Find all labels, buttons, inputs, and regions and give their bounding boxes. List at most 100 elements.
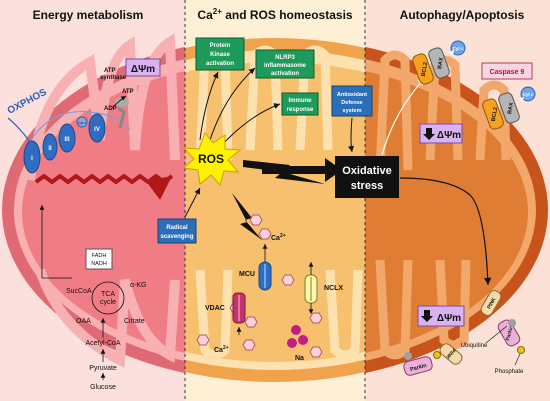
svg-text:Kinase: Kinase <box>210 52 230 58</box>
lightning-bolt-down <box>232 193 262 240</box>
nlrp3-box: NLRP3 inflammasome activation <box>255 49 315 79</box>
svg-text:response: response <box>287 107 314 113</box>
na-ion-sphere <box>291 325 301 335</box>
svg-text:NADH: NADH <box>91 261 107 267</box>
phosphate-sphere <box>433 351 441 359</box>
svg-text:Cyt c: Cyt c <box>522 92 534 97</box>
atp-label: ATP <box>122 89 134 95</box>
svg-text:activation: activation <box>271 71 299 77</box>
phosphate-sphere <box>517 346 525 354</box>
parkin-bottom: Parkin <box>403 356 433 376</box>
delta-psi-down-top-box: ΔΨm <box>419 123 463 144</box>
svg-text:FADH: FADH <box>92 253 107 259</box>
svg-text:Cyt c: Cyt c <box>78 121 86 125</box>
vdac-channel <box>232 292 246 324</box>
svg-text:BCL2: BCL2 <box>421 62 429 77</box>
pyruvate-label: Pyruvate <box>89 365 117 372</box>
cyt-c-left: Cyt c <box>76 116 88 128</box>
na-label: Na <box>295 355 304 362</box>
complex-i: I <box>23 140 41 174</box>
svg-text:Antioxidant: Antioxidant <box>337 92 367 98</box>
adp-to-atp-arrow <box>111 95 127 109</box>
svg-text:scavenging: scavenging <box>160 234 193 240</box>
ca-ion-hexagon <box>281 274 295 286</box>
radical-arrow <box>184 187 201 218</box>
ubiquitine-label: Ubiquitine <box>461 343 488 349</box>
svg-text:NLRP3: NLRP3 <box>275 55 295 61</box>
svg-text:system: system <box>343 108 362 114</box>
ubiquitine-pointer <box>485 325 508 344</box>
svg-text:Protein: Protein <box>210 43 231 49</box>
delta-psi-down-bottom-box: ΔΨm <box>417 305 465 327</box>
mcu-channel <box>258 261 272 291</box>
parkin-top: Parkin <box>497 319 521 347</box>
ubiquitine-sphere <box>404 352 412 360</box>
ca-ion-hexagon <box>244 316 258 328</box>
na-ion-sphere <box>298 335 308 345</box>
electron-leak-arrow <box>34 174 174 200</box>
akg-label: α-KG <box>130 282 147 289</box>
ros-burst: ROS <box>182 132 242 187</box>
complex-ii: II <box>42 133 58 161</box>
ros-to-immune-arrow <box>221 103 281 146</box>
homeostasis-title: Ca2+ and ROS homeostasis <box>197 7 352 22</box>
complex-iv: IV <box>88 113 106 143</box>
svg-text:ΔΨm: ΔΨm <box>437 313 461 324</box>
svg-text:ΔΨm: ΔΨm <box>437 130 461 141</box>
ca-ion-hexagon <box>249 214 263 226</box>
ros-to-kinase-arrow <box>199 71 219 141</box>
ros-to-stress-arrow <box>262 158 342 182</box>
pink-top: PINK <box>480 290 502 316</box>
stress-to-pink-arrow <box>399 177 492 286</box>
antioxidant-box: Antioxidant Defense system <box>331 85 373 117</box>
antioxidant-arrow <box>348 117 354 153</box>
vdac-label: VDAC <box>205 305 225 312</box>
svg-text:activation: activation <box>206 61 234 67</box>
oxphos-bracket <box>7 117 31 143</box>
svg-text:synthase: synthase <box>100 75 127 81</box>
ca-ion-hexagon <box>309 312 323 324</box>
svg-text:Immune: Immune <box>288 98 312 104</box>
radical-scavenging-box: Radical scavenging <box>157 218 197 244</box>
mcu-label: MCU <box>239 271 255 278</box>
citrate-label: Citrate <box>124 318 145 325</box>
immune-response-box: Immune response <box>281 92 319 116</box>
stress-to-bcl2-arrow <box>381 77 426 156</box>
adp-label: ADP <box>104 106 117 112</box>
acetyl-coa-label: Acetyl-CoA <box>85 340 120 347</box>
oxidative-stress-box: Oxidative stress <box>335 156 399 198</box>
svg-text:Parkin: Parkin <box>505 325 515 341</box>
caspase-9-box: Caspase 9 <box>481 62 533 80</box>
nclx-channel <box>304 274 318 304</box>
delta-psi-left-box: ΔΨm <box>125 58 161 77</box>
ros-to-nlrp3-arrow <box>209 67 256 141</box>
pink-bottom: PINK <box>439 343 463 365</box>
protein-kinase-box: Protein Kinase activation <box>195 37 245 71</box>
svg-text:I: I <box>31 156 33 162</box>
cyt-c-right-bottom: Cyt c <box>520 86 536 102</box>
svg-text:ATP: ATP <box>104 68 116 74</box>
svg-text:PINK: PINK <box>486 296 497 310</box>
svg-text:Cyt c: Cyt c <box>452 46 464 51</box>
energy-title: Energy metabolism <box>33 8 144 22</box>
svg-text:Oxidative: Oxidative <box>342 165 392 177</box>
tca-label: TCA <box>101 291 115 298</box>
svg-text:BAX: BAX <box>507 102 515 115</box>
svg-text:Radical: Radical <box>166 225 188 231</box>
ca-ion-hexagon <box>242 339 256 351</box>
svg-text:II: II <box>48 146 52 152</box>
svg-text:ΔΨm: ΔΨm <box>131 64 155 75</box>
complex-iii: III <box>58 123 76 153</box>
cyt-c-release-arrow-top <box>449 49 455 56</box>
ca-bottom-label: Ca2+ <box>214 345 229 354</box>
phosphate-pointer <box>514 353 521 366</box>
svg-text:IV: IV <box>94 127 100 133</box>
ca-ion-hexagon <box>309 346 323 358</box>
cyt-c-release-arrow-bottom <box>518 96 525 103</box>
ca-top-label: Ca2+ <box>271 233 286 242</box>
ca-ion-hexagon <box>258 228 272 240</box>
autophagy-title: Autophagy/Apoptosis <box>400 8 525 22</box>
svg-text:ROS: ROS <box>198 152 224 166</box>
nclx-label: NCLX <box>324 285 343 292</box>
